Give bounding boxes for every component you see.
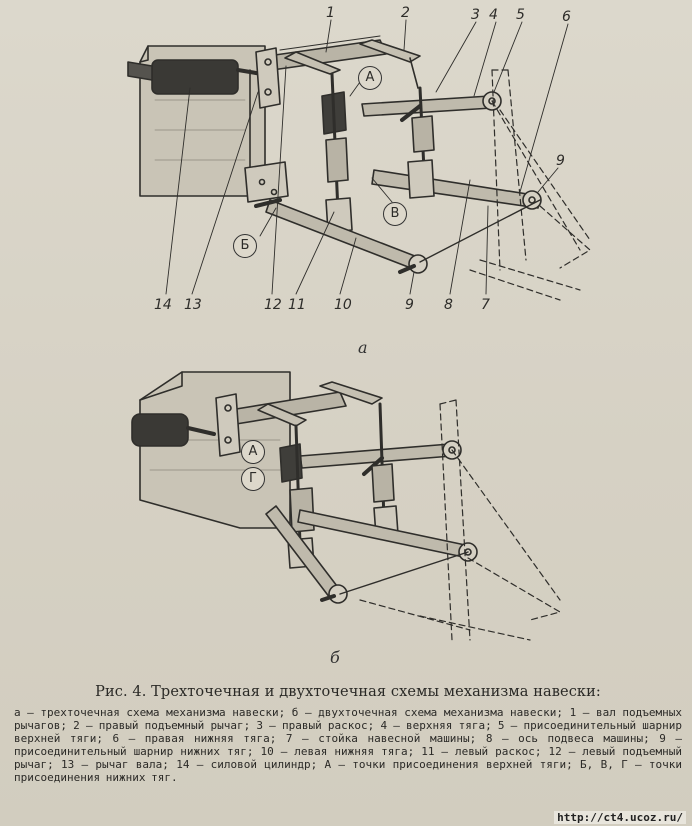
figure-a-sublabel: а bbox=[358, 338, 368, 357]
point-label-b: Б bbox=[233, 234, 257, 258]
point-label-a-fig-b: А bbox=[241, 440, 265, 464]
callout-9-left: 9 bbox=[405, 297, 414, 313]
point-label-g: Г bbox=[241, 467, 265, 491]
figure-caption: Рис. 4. Трехточечная и двухточечная схем… bbox=[95, 684, 601, 700]
callout-6: 6 bbox=[562, 9, 571, 25]
callout-11: 11 bbox=[288, 297, 306, 313]
point-label-a: А bbox=[358, 66, 382, 90]
figure-legend: а — трехточечная схема механизма навески… bbox=[14, 706, 682, 785]
callout-3: 3 bbox=[471, 7, 480, 23]
callout-7: 7 bbox=[481, 297, 490, 313]
callout-1: 1 bbox=[326, 5, 335, 21]
callout-14: 14 bbox=[154, 297, 172, 313]
callout-13: 13 bbox=[184, 297, 202, 313]
callout-8: 8 bbox=[444, 297, 453, 313]
figure-a-drawing bbox=[127, 19, 591, 301]
callout-9-right: 9 bbox=[556, 153, 565, 169]
figure-b-sublabel: б bbox=[330, 648, 340, 667]
callout-10: 10 bbox=[334, 297, 352, 313]
source-url-link[interactable]: http://ct4.ucoz.ru/ bbox=[554, 811, 686, 824]
callout-12: 12 bbox=[264, 297, 282, 313]
callout-2: 2 bbox=[401, 5, 410, 21]
callout-4: 4 bbox=[489, 7, 498, 23]
figure-b-drawing bbox=[131, 371, 561, 641]
point-label-v: В bbox=[383, 202, 407, 226]
callout-5: 5 bbox=[516, 7, 525, 23]
